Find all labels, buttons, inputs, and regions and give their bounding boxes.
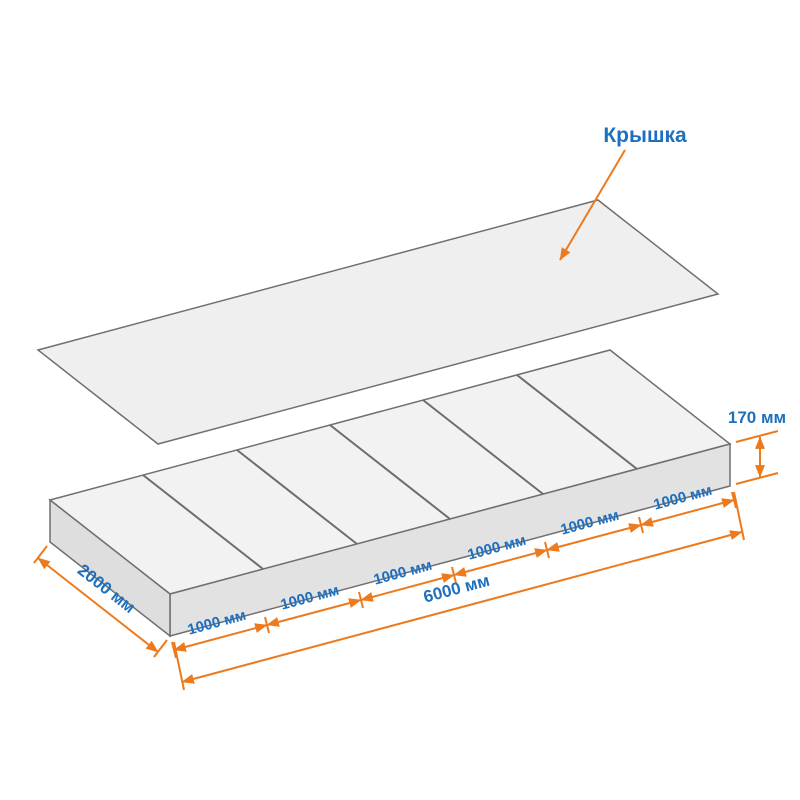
lid-mesh-surface: [36, 199, 720, 445]
divider-line: [329, 424, 451, 520]
cell-dimension-arrow: [640, 498, 735, 527]
lid-leader-line: [559, 149, 626, 261]
height-dimension: 170 мм: [728, 408, 786, 485]
depth-arrow: [37, 557, 159, 653]
depth-extension-top: [33, 545, 48, 564]
divider-line: [516, 374, 638, 470]
divider-line: [236, 449, 358, 545]
lid-tint: [38, 200, 718, 444]
length-arrow: [181, 530, 743, 684]
lid-mesh-panel: [36, 199, 720, 445]
divider-walls: [142, 374, 638, 570]
lid-callout: Крышка: [559, 124, 687, 261]
divider-line: [422, 399, 544, 495]
depth-extension-bottom: [153, 639, 168, 658]
height-dimension-label: 170 мм: [728, 408, 786, 427]
lid-label: Крышка: [603, 124, 687, 147]
height-extension-bottom: [735, 472, 779, 485]
